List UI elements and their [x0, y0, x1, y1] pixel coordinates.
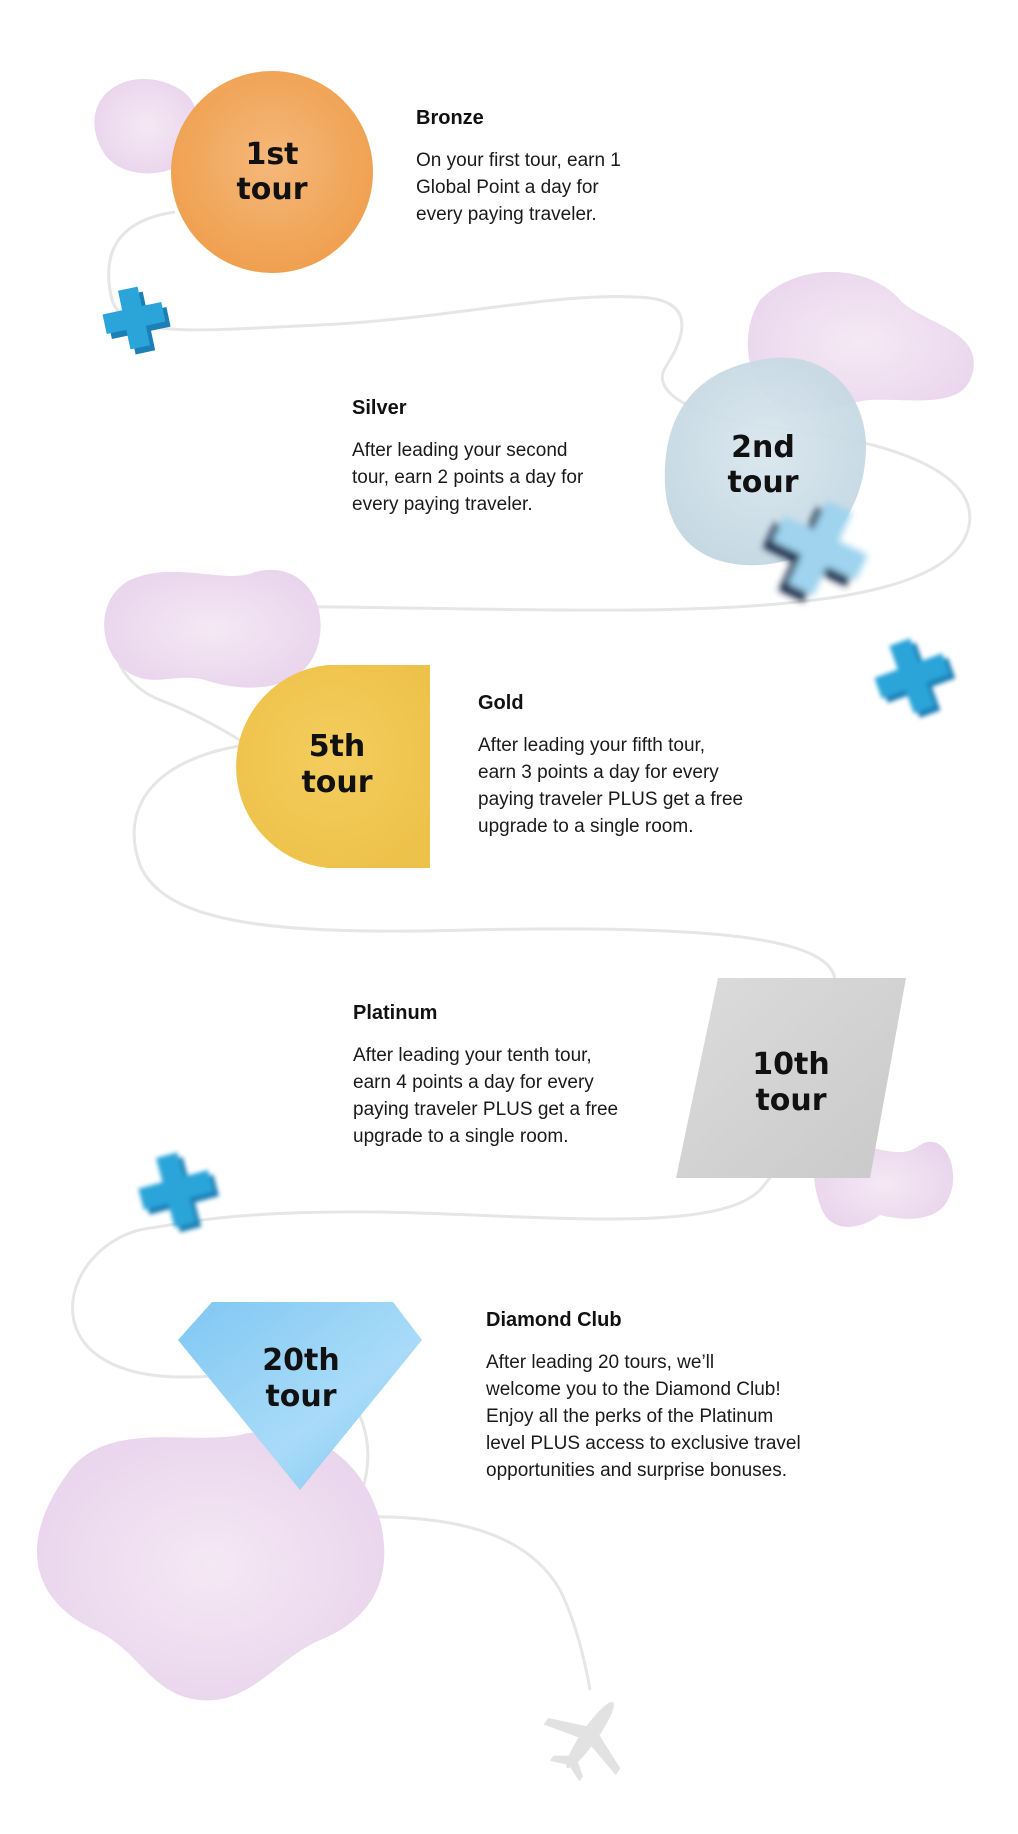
cloud-icon — [37, 1431, 385, 1701]
badge-shape-half-round — [236, 665, 430, 868]
tier-title: Diamond Club — [486, 1309, 622, 1331]
cross-icon — [138, 1152, 220, 1233]
cloud-icon — [104, 569, 321, 688]
badge-line2: tour — [265, 1379, 336, 1414]
badge-line1: 10th — [752, 1047, 829, 1082]
cloud-icon — [94, 78, 199, 174]
badge-line1: 20th — [262, 1343, 339, 1378]
badge-line1: 2nd — [731, 430, 795, 465]
tier-silver: Silver After leading your second tour, e… — [352, 397, 672, 518]
cross-icon — [874, 638, 956, 718]
tier-title: Gold — [478, 692, 524, 714]
airplane-icon — [543, 1701, 621, 1782]
tier-gold: Gold After leading your fifth tour, earn… — [478, 692, 818, 840]
badge-line1: 5th — [309, 729, 366, 764]
badge-5th-tour: 5th tour — [236, 665, 430, 868]
badge-shape-circle — [171, 71, 373, 273]
badge-line2: tour — [755, 1083, 826, 1118]
tier-diamond-club: Diamond Club After leading 20 tours, we’… — [486, 1309, 866, 1484]
cross-icon — [102, 286, 171, 355]
badge-line1: 1st — [245, 137, 298, 172]
tier-platinum: Platinum After leading your tenth tour, … — [353, 1002, 693, 1150]
badge-line2: tour — [301, 765, 372, 800]
tier-title: Platinum — [353, 1002, 438, 1024]
badge-10th-tour: 10th tour — [676, 978, 906, 1178]
badge-shape-parallelogram — [676, 978, 906, 1178]
badge-shape-diamond — [178, 1302, 422, 1490]
badge-line2: tour — [236, 172, 307, 207]
tier-description: After leading your second tour, earn 2 p… — [352, 440, 584, 515]
tier-title: Bronze — [416, 107, 484, 129]
tier-description: After leading 20 tours, we’ll welcome yo… — [486, 1352, 801, 1481]
badge-1st-tour: 1st tour — [171, 71, 373, 273]
tier-title: Silver — [352, 397, 407, 419]
badge-20th-tour: 20th tour — [178, 1302, 422, 1490]
tier-bronze: Bronze On your first tour, earn 1 Global… — [416, 107, 716, 228]
tier-description: After leading your fifth tour, earn 3 po… — [478, 735, 744, 837]
cross-icon — [762, 500, 868, 603]
tier-description: After leading your tenth tour, earn 4 po… — [353, 1045, 619, 1147]
badge-line2: tour — [727, 465, 798, 500]
tier-description: On your first tour, earn 1 Global Point … — [416, 150, 621, 225]
